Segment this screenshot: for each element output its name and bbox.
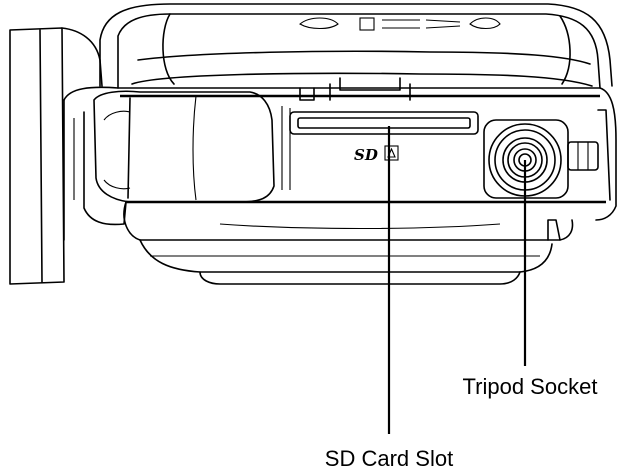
sd-card-slot-label: SD Card Slot — [325, 446, 453, 471]
lens-barrel — [9, 27, 103, 285]
top-housing — [99, 3, 613, 89]
sd-card-slot: SD — [281, 77, 479, 190]
side-latch — [567, 109, 611, 201]
sd-logo: SD — [354, 146, 378, 164]
hand-strap — [73, 90, 275, 226]
camera-body — [63, 86, 617, 285]
tripod-socket-label: Tripod Socket — [463, 374, 598, 399]
sd-warning-mark — [384, 145, 399, 161]
